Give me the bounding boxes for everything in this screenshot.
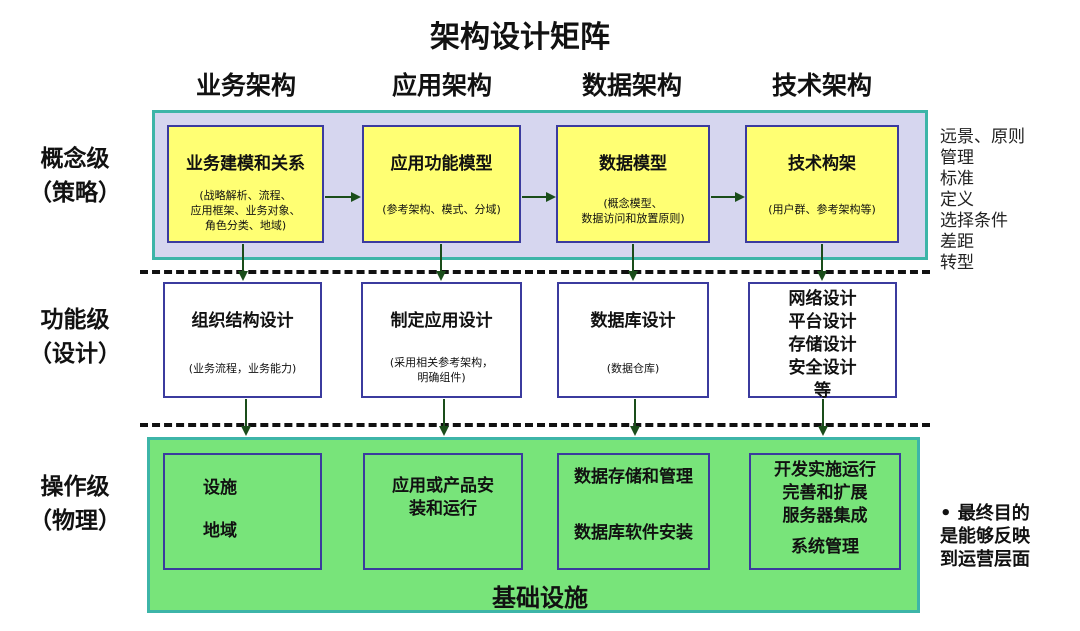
row-label-functional-line1: 功能级	[40, 307, 110, 333]
functional-box-tech-design-line-3: 存储设计	[788, 335, 857, 355]
operational-box-data-storage-line-2: 数据库软件安装	[574, 523, 693, 543]
operational-box-data-storage: 数据存储和管理 数据库软件安装	[557, 453, 710, 570]
functional-box-tech-design-line-4: 安全设计	[788, 358, 857, 378]
operational-box-app-install-line-2: 装和运行	[409, 499, 477, 519]
functional-box-database-design: 数据库设计 (数据仓库)	[557, 282, 709, 398]
functional-box-org-design: 组织结构设计 (业务流程，业务能力)	[163, 282, 322, 398]
column-header-business: 业务架构	[195, 71, 296, 100]
concept-box-business-modeling: 业务建模和关系 (战略解析、流程、 应用框架、业务对象、 角色分类、地域)	[167, 125, 324, 243]
concept-box-data-model-sub-2: 数据访问和放置原则)	[581, 212, 685, 225]
functional-box-tech-design-line-2: 平台设计	[788, 312, 857, 332]
concept-note-line-3: 标准	[940, 169, 974, 189]
concept-box-tech-architecture: 技术构架 (用户群、参考架构等)	[745, 125, 899, 243]
concept-note-line-4: 定义	[940, 190, 974, 210]
column-header-data: 数据架构	[581, 71, 682, 100]
functional-box-database-design-title: 数据库设计	[590, 311, 676, 331]
concept-note-line-7: 转型	[940, 253, 974, 273]
functional-box-app-design-sub-2: 明确组件)	[417, 371, 466, 384]
column-header-application: 应用架构	[391, 71, 492, 100]
row-label-concept: 概念级 （策略）	[10, 142, 140, 210]
concept-box-business-modeling-sub-3: 角色分类、地域)	[204, 219, 287, 232]
concept-box-data-model-title: 数据模型	[599, 154, 667, 174]
functional-box-tech-design-line-1: 网络设计	[788, 289, 857, 309]
operational-box-facilities-line-1: 设施	[203, 478, 237, 498]
concept-note-line-2: 管理	[940, 148, 974, 168]
operational-box-dev-operations-line-1: 开发实施运行	[774, 460, 876, 480]
operational-box-data-storage-line-1: 数据存储和管理	[574, 467, 693, 487]
infrastructure-label: 基础设施	[492, 584, 588, 612]
functional-box-tech-design: 网络设计 平台设计 存储设计 安全设计 等	[748, 282, 897, 401]
row-label-operational-line2: （物理）	[29, 508, 121, 534]
concept-box-business-modeling-sub-1: (战略解析、流程、	[199, 189, 292, 202]
concept-box-tech-architecture-title: 技术构架	[788, 154, 856, 174]
ops-note-line-2: 是能够反映	[940, 526, 1030, 547]
operational-box-dev-operations-line-4: 系统管理	[791, 537, 859, 557]
row-label-operational: 操作级 （物理）	[10, 470, 140, 538]
concept-box-business-modeling-title: 业务建模和关系	[186, 154, 305, 174]
concept-box-app-function-model: 应用功能模型 (参考架构、模式、分域)	[362, 125, 521, 243]
row-label-functional: 功能级 （设计）	[10, 303, 140, 371]
concept-side-note: 远景、原则 管理 标准 定义 选择条件 差距 转型	[940, 127, 1070, 274]
concept-box-app-function-model-title: 应用功能模型	[390, 154, 493, 174]
row-label-concept-line2: （策略）	[29, 180, 121, 206]
operational-box-facilities: 设施 地域	[163, 453, 322, 570]
operational-side-note: • 最终目的 是能够反映 到运营层面	[940, 502, 1075, 571]
row-label-functional-line2: （设计）	[29, 341, 121, 367]
operational-box-app-install: 应用或产品安 装和运行	[363, 453, 523, 570]
operational-box-dev-operations: 开发实施运行 完善和扩展 服务器集成 系统管理	[749, 453, 901, 570]
concept-note-line-5: 选择条件	[940, 211, 1008, 231]
concept-box-tech-architecture-sub-1: (用户群、参考架构等)	[768, 203, 876, 216]
functional-box-database-design-sub-1: (数据仓库)	[606, 362, 660, 375]
functional-box-org-design-title: 组织结构设计	[191, 311, 294, 331]
operational-box-dev-operations-line-3: 服务器集成	[782, 506, 868, 526]
separator-functional-operational	[140, 423, 930, 427]
concept-box-data-model: 数据模型 (概念模型、 数据访问和放置原则)	[556, 125, 710, 243]
functional-box-app-design-title: 制定应用设计	[390, 311, 493, 331]
functional-box-app-design: 制定应用设计 (采用相关参考架构， 明确组件)	[361, 282, 522, 398]
functional-box-tech-design-line-5: 等	[814, 381, 831, 401]
concept-note-line-6: 差距	[940, 232, 974, 252]
separator-concept-functional	[140, 270, 930, 274]
concept-box-business-modeling-sub-2: 应用框架、业务对象、	[190, 204, 301, 217]
concept-box-data-model-sub-1: (概念模型、	[603, 197, 663, 210]
operational-box-app-install-line-1: 应用或产品安	[392, 476, 494, 496]
ops-note-line-1: • 最终目的	[940, 503, 1030, 524]
diagram-title: 架构设计矩阵	[430, 20, 610, 55]
row-label-operational-line1: 操作级	[40, 474, 110, 500]
operational-box-dev-operations-line-2: 完善和扩展	[782, 483, 868, 503]
column-header-technology: 技术架构	[771, 71, 872, 100]
ops-note-line-3: 到运营层面	[940, 549, 1030, 570]
operational-box-facilities-line-2: 地域	[203, 521, 237, 541]
concept-box-app-function-model-sub-1: (参考架构、模式、分域)	[382, 203, 501, 216]
row-label-concept-line1: 概念级	[40, 146, 110, 172]
functional-box-app-design-sub-1: (采用相关参考架构，	[389, 356, 494, 369]
functional-box-org-design-sub-1: (业务流程，业务能力)	[188, 362, 297, 375]
concept-note-line-1: 远景、原则	[940, 127, 1025, 147]
